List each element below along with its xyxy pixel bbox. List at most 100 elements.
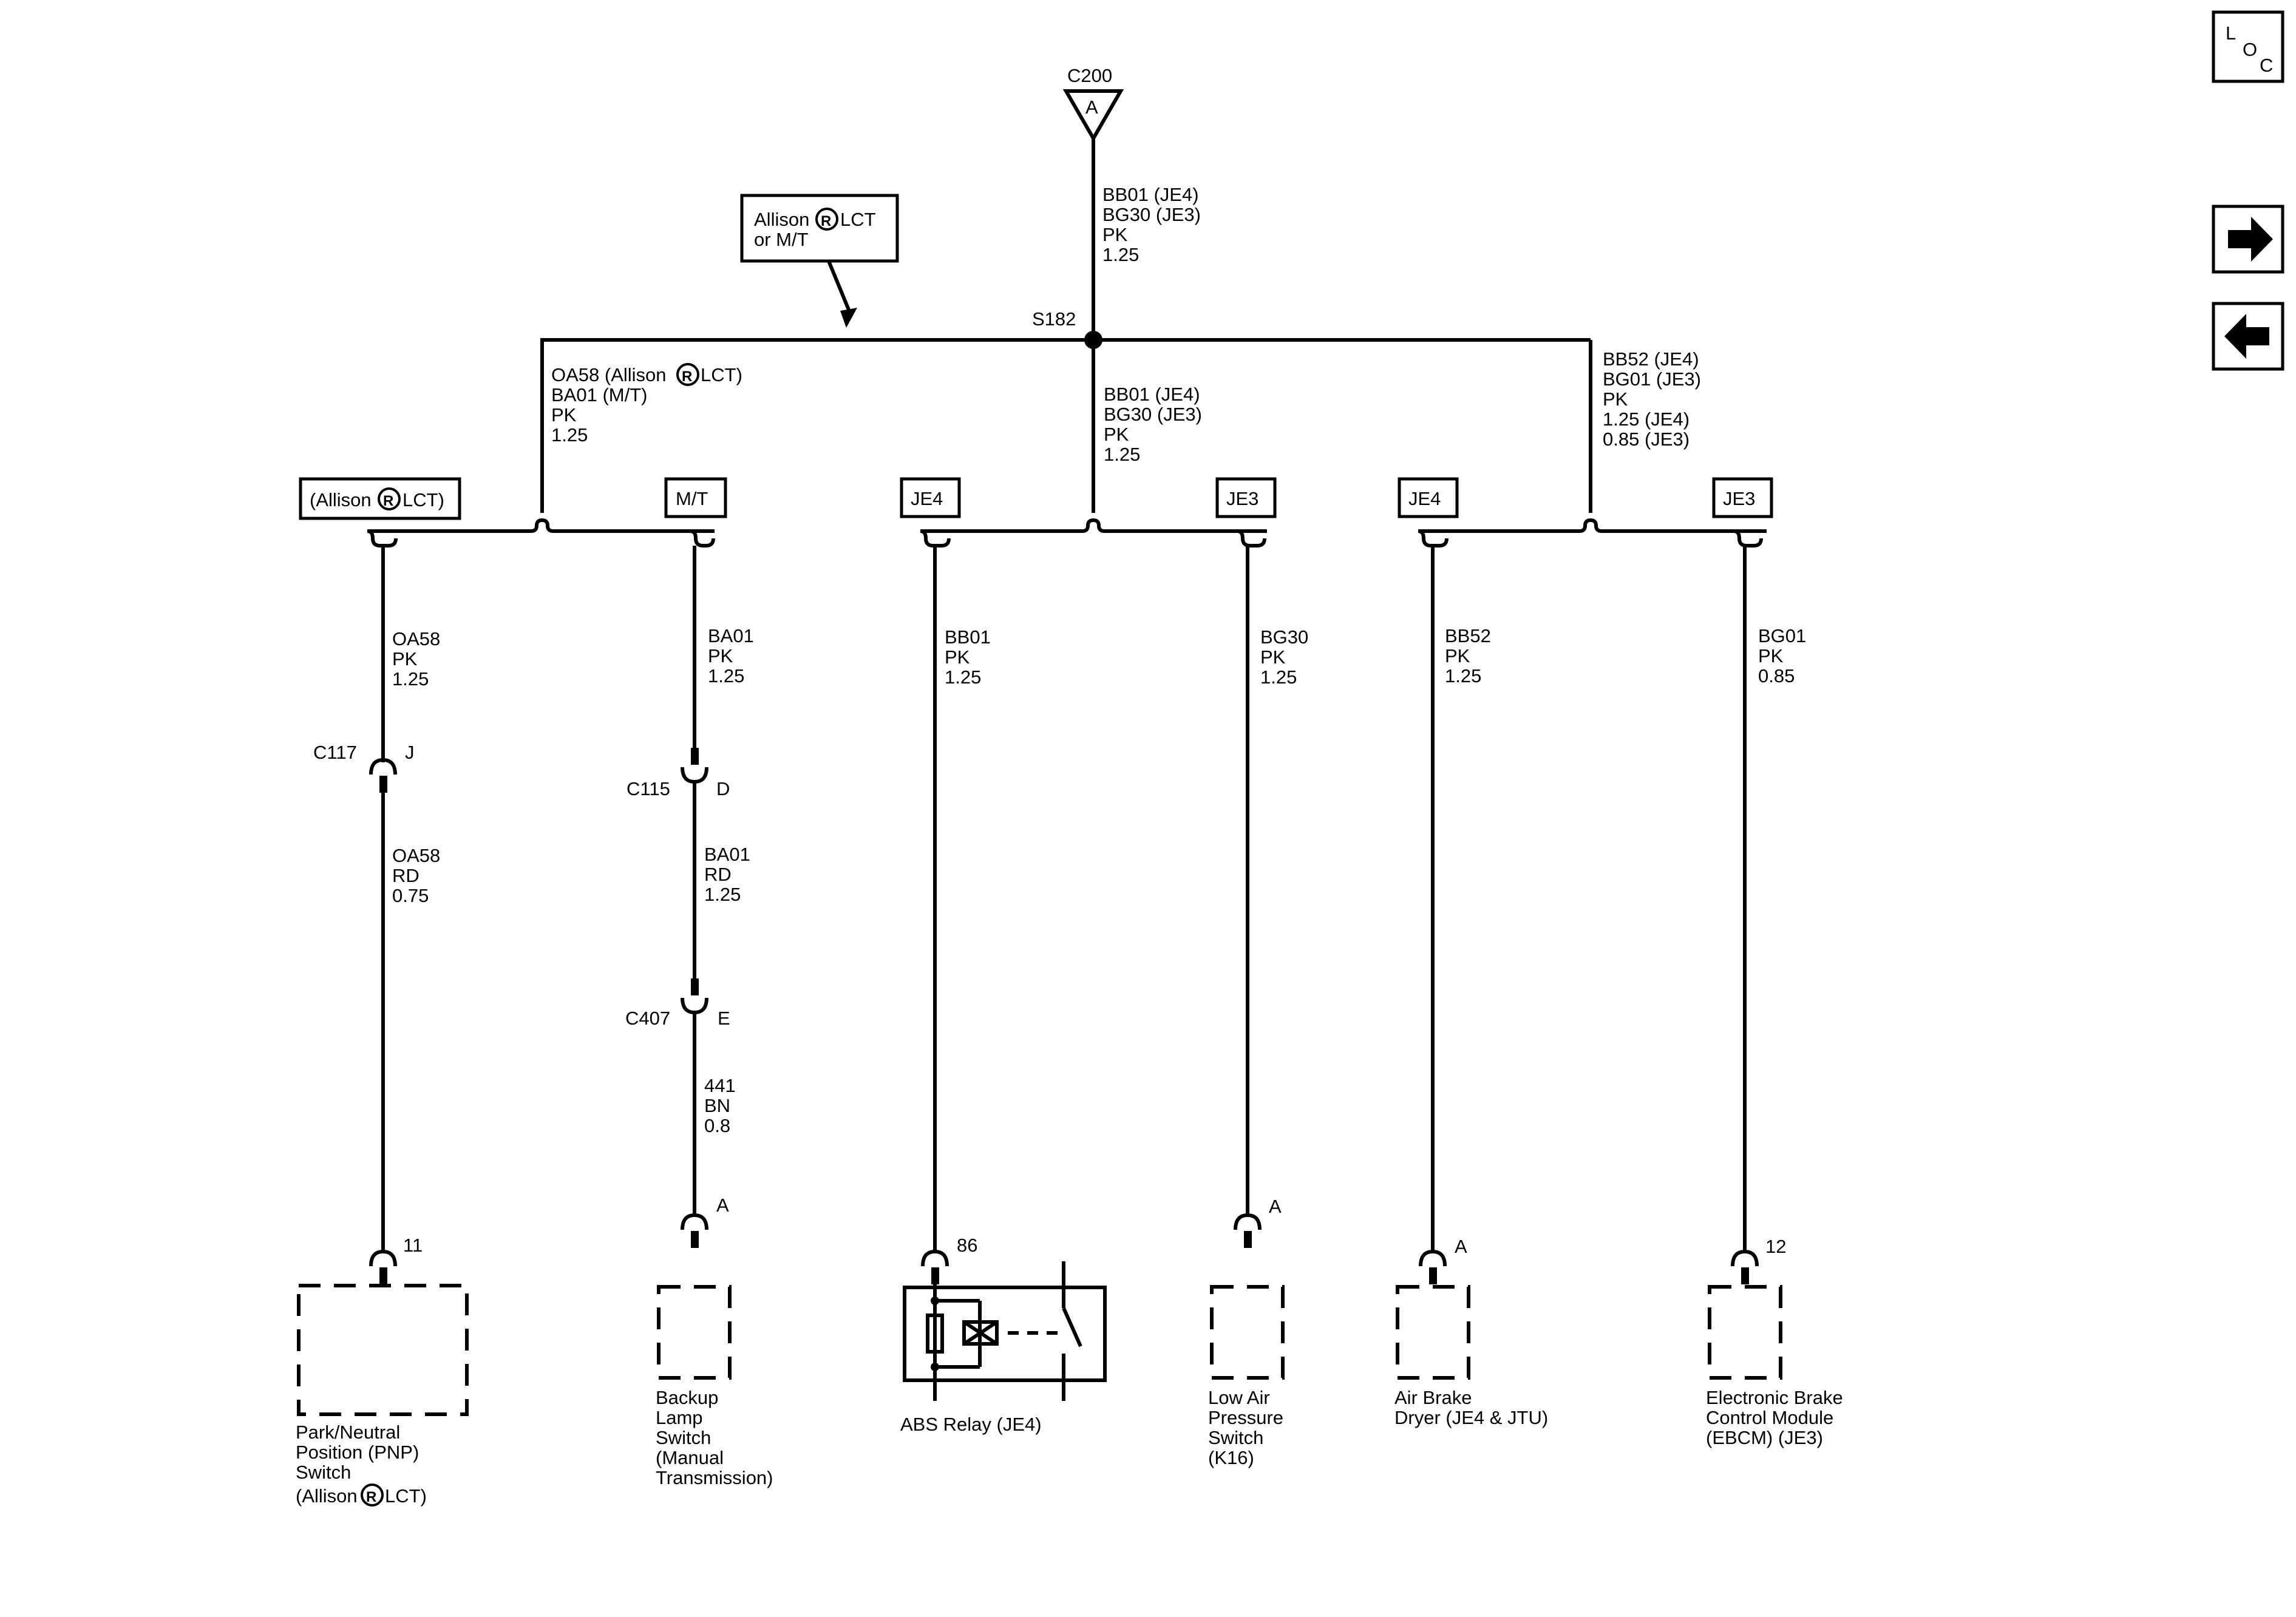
svg-text:1.25: 1.25 (704, 884, 741, 905)
svg-text:RD: RD (704, 864, 732, 885)
svg-text:1.25: 1.25 (392, 668, 429, 690)
svg-text:1.25: 1.25 (551, 424, 588, 446)
svg-text:(Allison: (Allison (296, 1485, 358, 1507)
dryer-wire-label: BB52 PK 1.25 (1445, 625, 1491, 686)
backup-circuit: BA01 PK 1.25 C115 D BA01 RD 1.25 C407 E … (625, 546, 773, 1488)
svg-text:OA58: OA58 (392, 845, 440, 866)
left-branch-label: OA58 (Allison R LCT) BA01 (M/T) PK 1.25 (551, 363, 742, 446)
pnp-switch-label: Park/Neutral Position (PNP) Switch (Alli… (296, 1422, 427, 1507)
c407-pin: E (718, 1008, 730, 1029)
svg-text:BA01: BA01 (704, 844, 750, 865)
svg-text:1.25: 1.25 (945, 666, 981, 688)
pnp-upper-wire-label: OA58 PK 1.25 (392, 628, 440, 690)
c117-pin: J (405, 742, 415, 763)
svg-text:BA01: BA01 (708, 625, 754, 646)
svg-text:Transmission): Transmission) (656, 1467, 773, 1488)
svg-text:Park/Neutral: Park/Neutral (296, 1422, 400, 1443)
svg-text:BN: BN (704, 1095, 730, 1116)
s182-label: S182 (1032, 308, 1076, 330)
svg-text:PK: PK (1260, 646, 1286, 668)
ebcm-terminal: 12 (1765, 1236, 1786, 1257)
abs-circuit: BB01 PK 1.25 86 ABS Relay (JE4) (900, 546, 1107, 1435)
svg-text:RD: RD (392, 865, 419, 886)
svg-text:LCT: LCT (840, 209, 876, 230)
svg-text:(K16): (K16) (1208, 1447, 1254, 1468)
abs-relay-box (903, 1261, 1107, 1401)
dryer-circuit: BB52 PK 1.25 A Air Brake Dryer (JE4 & JT… (1394, 546, 1548, 1428)
svg-text:OA58 (Allison: OA58 (Allison (551, 364, 667, 385)
svg-text:BG30 (JE3): BG30 (JE3) (1102, 204, 1201, 225)
svg-text:BB01 (JE4): BB01 (JE4) (1102, 184, 1199, 205)
backup-switch-label: Backup Lamp Switch (Manual Transmission) (656, 1387, 773, 1488)
svg-text:(EBCM) (JE3): (EBCM) (JE3) (1706, 1427, 1823, 1448)
svg-text:BB52: BB52 (1445, 625, 1491, 646)
svg-text:JE3: JE3 (1226, 488, 1258, 509)
ebcm-circuit: BG01 PK 0.85 12 Electronic Brake Control… (1706, 546, 1843, 1448)
svg-text:R: R (682, 368, 692, 385)
middle-branch-label: BB01 (JE4) BG30 (JE3) PK 1.25 (1104, 384, 1202, 465)
ebcm-wire-label: BG01 PK 0.85 (1758, 625, 1806, 686)
abs-terminal: 86 (957, 1235, 977, 1256)
svg-text:0.85: 0.85 (1758, 665, 1795, 686)
dryer-terminal: A (1455, 1236, 1467, 1257)
loc-letter-l: L (2226, 22, 2236, 44)
svg-text:M/T: M/T (676, 488, 708, 509)
svg-text:JE4: JE4 (1408, 488, 1441, 509)
pnp-lower-wire-label: OA58 RD 0.75 (392, 845, 440, 906)
c200-connector: C200 A (1062, 65, 1124, 143)
svg-text:Switch: Switch (656, 1427, 711, 1448)
forward-button[interactable] (2212, 205, 2284, 274)
svg-text:Dryer (JE4 & JTU): Dryer (JE4 & JTU) (1394, 1407, 1548, 1428)
svg-text:PK: PK (1603, 388, 1628, 410)
c200-label: C200 (1067, 65, 1112, 86)
svg-text:PK: PK (1104, 424, 1129, 445)
svg-text:LCT): LCT) (701, 364, 742, 385)
backup-mid-wire-label: BA01 RD 1.25 (704, 844, 750, 905)
low-air-switch-box (1210, 1285, 1285, 1380)
c115-pin: D (716, 778, 730, 799)
feed-wire-label: BB01 (JE4) BG30 (JE3) PK 1.25 (1102, 184, 1201, 265)
svg-text:1.25 (JE4): 1.25 (JE4) (1603, 408, 1690, 430)
svg-text:Low Air: Low Air (1208, 1387, 1270, 1408)
option-bar-right (1418, 518, 1767, 547)
option-label-je3-b: JE3 (1712, 477, 1773, 518)
pnp-terminal: 11 (403, 1235, 423, 1256)
low-air-wire-label: BG30 PK 1.25 (1260, 626, 1308, 688)
svg-text:Lamp: Lamp (656, 1407, 703, 1428)
pnp-switch-box (297, 1284, 469, 1416)
right-branch-label: BB52 (JE4) BG01 (JE3) PK 1.25 (JE4) 0.85… (1603, 348, 1701, 450)
svg-text:Switch: Switch (296, 1462, 351, 1483)
abs-relay-label: ABS Relay (JE4) (900, 1414, 1042, 1435)
svg-text:1.25: 1.25 (1102, 244, 1139, 265)
loc-button[interactable]: L O C (2212, 10, 2284, 83)
svg-text:BG01 (JE3): BG01 (JE3) (1603, 368, 1701, 390)
pnp-circuit: OA58 PK 1.25 C117 J OA58 RD 0.75 11 Park… (296, 546, 469, 1507)
svg-text:1.25: 1.25 (1104, 444, 1140, 465)
svg-text:Allison: Allison (754, 209, 809, 230)
option-bar-middle (920, 518, 1267, 547)
svg-text:1.25: 1.25 (1445, 665, 1481, 686)
option-bar-left (367, 518, 715, 547)
ebcm-box (1708, 1285, 1782, 1380)
svg-text:LCT): LCT) (385, 1485, 427, 1507)
loc-letter-o: O (2243, 39, 2257, 60)
svg-text:R: R (383, 493, 393, 509)
svg-text:BG30: BG30 (1260, 626, 1308, 648)
svg-text:BG30 (JE3): BG30 (JE3) (1104, 404, 1202, 425)
svg-text:PK: PK (1102, 224, 1128, 245)
svg-text:JE4: JE4 (911, 488, 943, 509)
low-air-terminal: A (1269, 1196, 1282, 1217)
back-button[interactable] (2212, 302, 2284, 371)
svg-text:BB01: BB01 (945, 626, 991, 648)
svg-text:1.25: 1.25 (1260, 666, 1297, 688)
option-label-je4-a: JE4 (900, 477, 961, 518)
svg-text:BB52 (JE4): BB52 (JE4) (1603, 348, 1699, 370)
registered-mark: R (821, 213, 831, 229)
c117-label: C117 (313, 742, 357, 763)
c407-label: C407 (625, 1008, 670, 1029)
low-air-circuit: BG30 PK 1.25 A Low Air Pressure Switch (… (1208, 546, 1308, 1468)
backup-lower-wire-label: 441 BN 0.8 (704, 1075, 736, 1136)
low-air-switch-label: Low Air Pressure Switch (K16) (1208, 1387, 1283, 1468)
svg-text:PK: PK (551, 404, 577, 425)
